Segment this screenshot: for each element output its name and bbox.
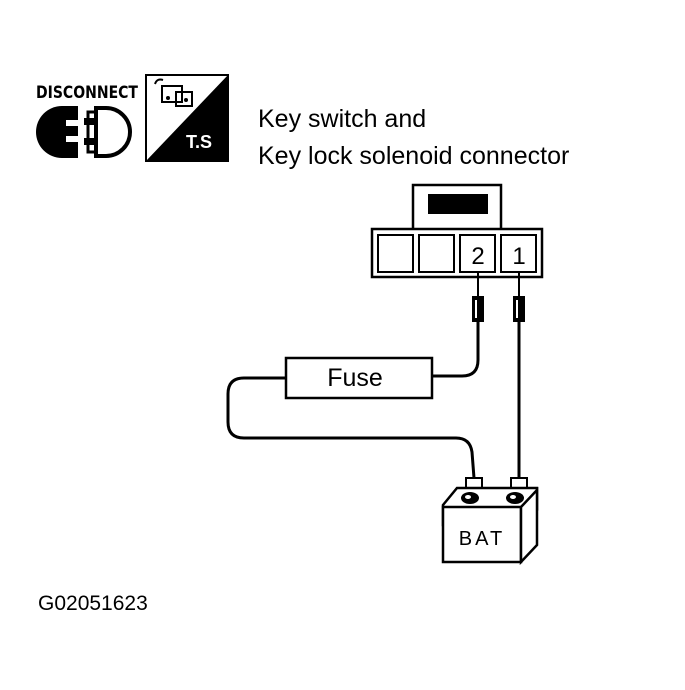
connector-pin-cell-3 [418,234,455,273]
connector-pin-cell-4 [377,234,414,273]
connector-body [370,227,544,279]
pin-label-2: 2 [471,243,484,270]
pin-label-1: 1 [512,243,525,270]
ts-label: T.S [186,132,212,152]
disconnect-label: DISCONNECT [36,83,139,103]
ts-icon: T.S [145,74,229,162]
connector: 2 1 [370,183,544,279]
title-line-2: Key lock solenoid connector [258,142,569,170]
wire-pin2-to-fuse [432,322,480,378]
fuse-label: Fuse [327,364,383,392]
fuse: Fuse [284,356,434,400]
probe-pin-2 [472,272,484,322]
connector-lock-tab [428,194,488,214]
figure-code: G02051623 [38,592,148,615]
wire-fuse-to-battery [226,376,476,479]
battery: BAT [441,477,539,566]
title-line-1: Key switch and [258,105,426,133]
fuse-body [284,356,434,400]
disconnect-icon: DISCONNECT [36,83,139,158]
battery-label: BAT [459,528,505,550]
probe-pin-1 [513,272,525,322]
battery-front [441,505,523,564]
